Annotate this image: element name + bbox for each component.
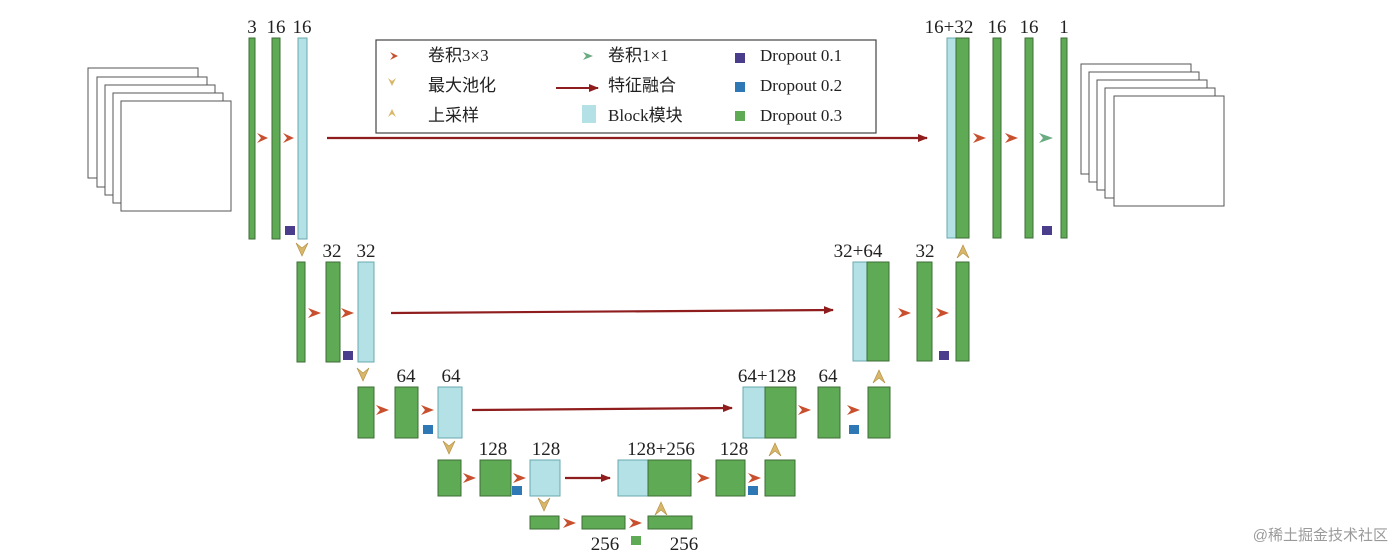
label-l1-b: 16 xyxy=(267,17,286,38)
label-u3-a: 64 xyxy=(819,366,839,387)
dec4-conv2 xyxy=(764,459,796,497)
label-bottleneck-b: 256 xyxy=(670,534,699,555)
upsample-arrows xyxy=(654,244,970,516)
dec4-conv1 xyxy=(715,459,746,497)
legend-upsample: 上采样 xyxy=(428,106,479,125)
enc1-block xyxy=(297,37,308,240)
dropout-bottleneck xyxy=(631,536,641,545)
label-l4-b: 128 xyxy=(532,439,561,460)
enc2-block xyxy=(357,261,375,363)
watermark: @稀土掘金技术社区 xyxy=(1253,527,1388,544)
dropout-01-swatch xyxy=(735,53,745,63)
dec4-concat-skip xyxy=(617,459,649,497)
label-u1-b: 16 xyxy=(1020,17,1039,38)
enc3-pool xyxy=(357,386,375,439)
dec3-concat-up xyxy=(764,386,797,439)
dec1-conv1 xyxy=(992,37,1002,239)
conv1x1-arrow-icon xyxy=(583,52,593,60)
label-l4-a: 128 xyxy=(479,439,508,460)
dec2-concat-skip xyxy=(852,261,868,362)
legend: 卷积3×3 最大池化 上采样 卷积1×1 特征融合 Block模块 Dropou… xyxy=(375,39,877,134)
dec4-concat-up xyxy=(647,459,692,497)
dec2-concat-up xyxy=(866,261,890,362)
upsample-arrow-icon xyxy=(388,109,396,117)
bottleneck-conv2 xyxy=(647,515,693,530)
bottleneck-conv1 xyxy=(581,515,626,530)
dec3-conv1 xyxy=(817,386,841,439)
dropout-markers xyxy=(285,226,1052,545)
dropout-enc3 xyxy=(423,425,433,434)
maxpool-arrows xyxy=(295,242,551,512)
enc1-input xyxy=(248,37,256,240)
dec3-conv2 xyxy=(867,386,891,439)
label-l1-c: 16 xyxy=(293,17,312,38)
bottleneck-pool xyxy=(529,515,560,530)
dropout-dec3 xyxy=(849,425,859,434)
dec3-concat-skip xyxy=(742,386,766,439)
legend-dropout1: Dropout 0.1 xyxy=(760,46,842,65)
label-l1-a: 3 xyxy=(247,17,257,38)
label-u2-a: 32 xyxy=(916,241,935,262)
channel-labels: 3 16 16 32 32 64 64 128 128 256 256 128+… xyxy=(247,17,1069,555)
legend-dropout2: Dropout 0.2 xyxy=(760,76,842,95)
dropout-enc1 xyxy=(285,226,295,235)
dropout-02-swatch xyxy=(735,82,745,92)
skip-arrow-level3 xyxy=(471,404,733,413)
legend-maxpool: 最大池化 xyxy=(428,76,496,95)
enc1-conv1 xyxy=(271,37,281,240)
label-l2-b: 32 xyxy=(357,241,376,262)
label-u1-a: 16 xyxy=(988,17,1007,38)
label-u1-out: 1 xyxy=(1059,17,1069,38)
legend-block: Block模块 xyxy=(608,106,683,125)
dec2-conv1 xyxy=(916,261,933,362)
conv1x1-arrow xyxy=(1039,133,1053,143)
enc2-conv1 xyxy=(325,261,341,363)
enc4-conv1 xyxy=(479,459,512,497)
label-l3-a: 64 xyxy=(397,366,417,387)
label-u2-cat: 32+64 xyxy=(834,241,883,262)
enc4-block xyxy=(529,459,561,497)
dec1-concat-skip xyxy=(946,37,957,239)
legend-conv1x1: 卷积1×1 xyxy=(608,46,669,65)
dropout-03-swatch xyxy=(735,111,745,121)
dec1-conv2 xyxy=(1024,37,1034,239)
legend-conv3x3: 卷积3×3 xyxy=(428,46,489,65)
input-image-stack xyxy=(87,67,232,212)
enc2-pool xyxy=(296,261,306,363)
dropout-dec2 xyxy=(939,351,949,360)
enc3-block xyxy=(437,386,463,439)
enc3-conv1 xyxy=(394,386,419,439)
legend-fusion: 特征融合 xyxy=(608,76,676,95)
output-map xyxy=(1060,37,1068,239)
label-u3-cat: 64+128 xyxy=(738,366,796,387)
dec2-conv2 xyxy=(955,261,970,362)
label-l3-b: 64 xyxy=(442,366,462,387)
legend-dropout3: Dropout 0.3 xyxy=(760,106,842,125)
legend-box xyxy=(375,39,877,134)
feature-maps xyxy=(248,37,1068,530)
output-image-stack xyxy=(1080,63,1225,207)
skip-arrow-level2 xyxy=(390,306,834,315)
dropout-enc4 xyxy=(512,486,522,495)
conv3x3-arrow-icon xyxy=(390,52,398,60)
conv3x3-arrows xyxy=(257,133,1018,528)
dropout-enc2 xyxy=(343,351,353,360)
label-u4-a: 128 xyxy=(720,439,749,460)
maxpool-arrow-icon xyxy=(388,78,396,86)
label-l2-a: 32 xyxy=(323,241,342,262)
dec1-concat-up xyxy=(955,37,970,239)
dropout-dec1 xyxy=(1042,226,1052,235)
dropout-dec4 xyxy=(748,486,758,495)
label-bottleneck-a: 256 xyxy=(591,534,620,555)
block-module-swatch xyxy=(582,105,596,123)
label-u1-cat: 16+32 xyxy=(925,17,974,38)
label-u4-cat: 128+256 xyxy=(627,439,695,460)
enc4-pool xyxy=(437,459,462,497)
skip-connections xyxy=(327,134,928,482)
